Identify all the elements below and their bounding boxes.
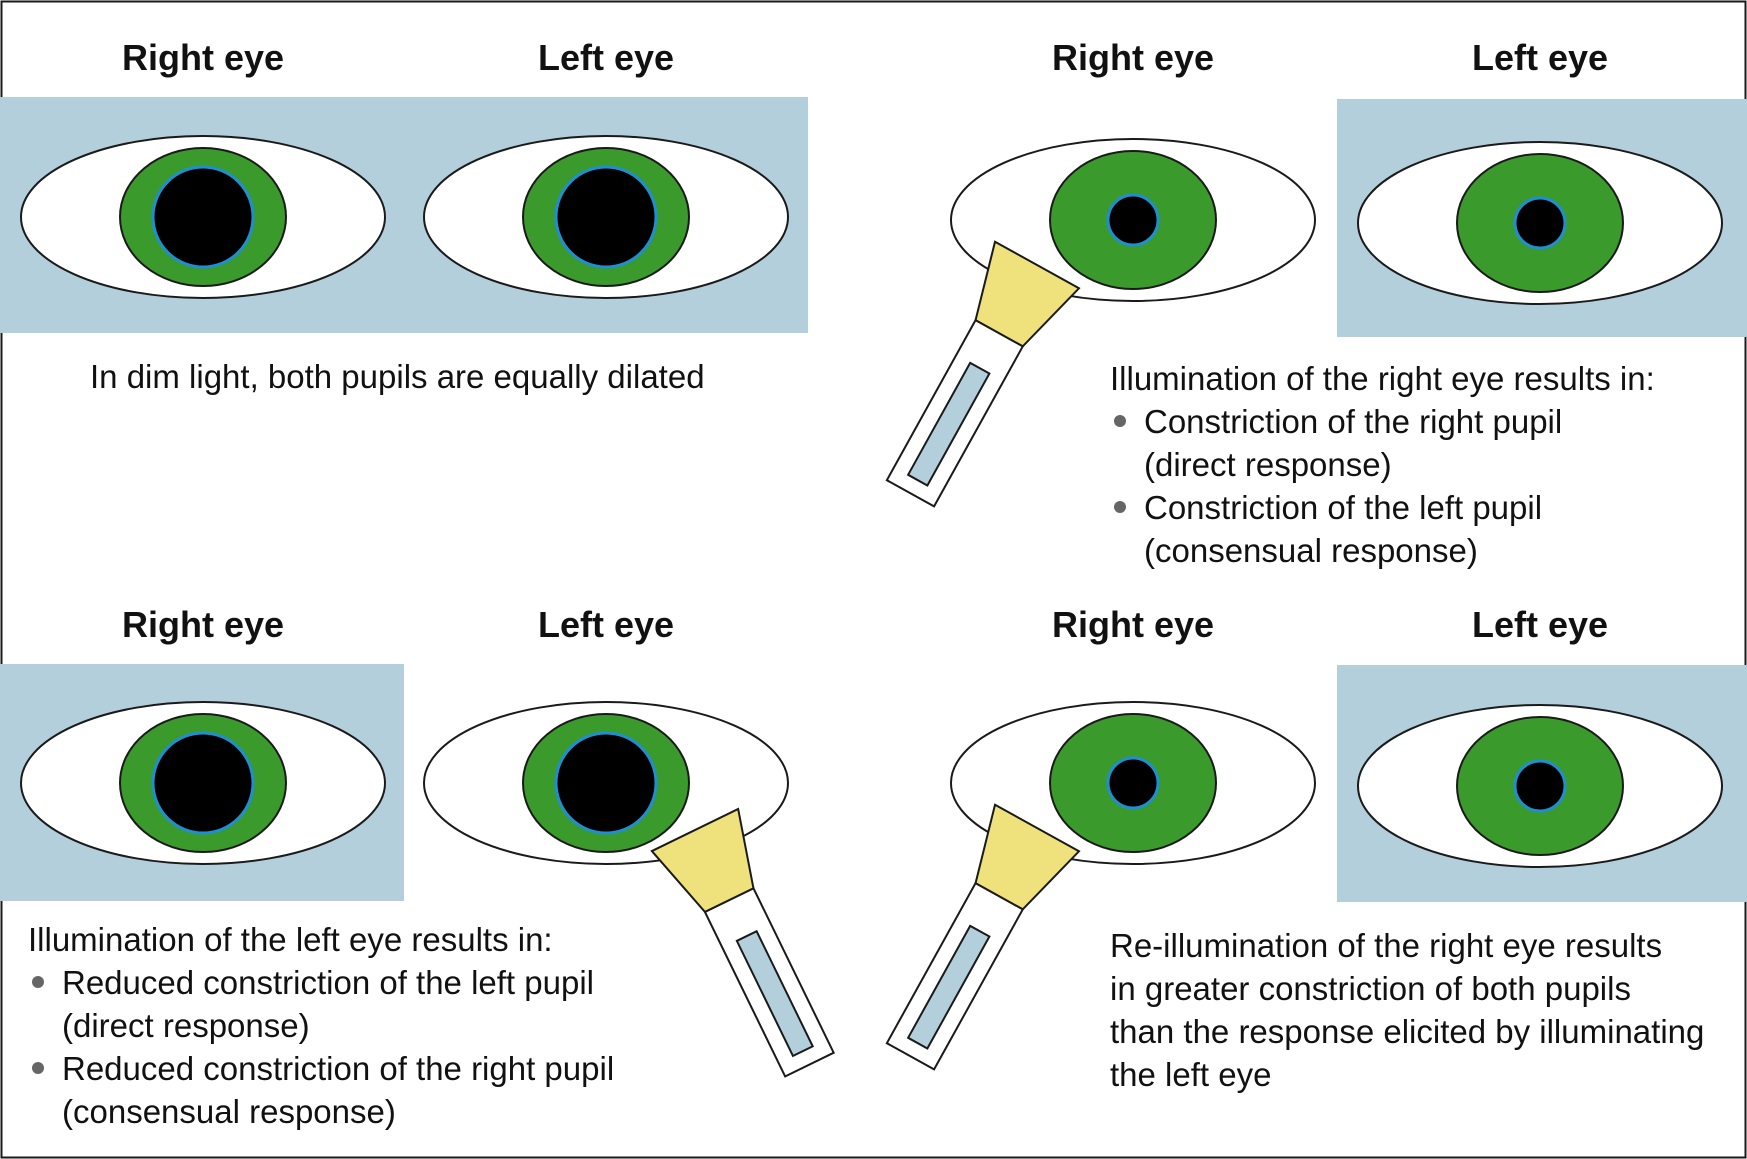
panel1-left-eye-label: Left eye <box>537 37 675 78</box>
panel4-left-eye-pupil <box>1513 759 1567 813</box>
panel4-right-eye-label: Right eye <box>1051 604 1215 645</box>
panel3-left-eye <box>423 701 789 865</box>
panel3-bullet-1: Reduced constriction of the left pupil (… <box>28 961 614 1047</box>
panel3-penlight-icon-head <box>650 807 755 914</box>
panel4-caption: Re-illumination of the right eye results… <box>1110 924 1704 1096</box>
panel2-caption: Illumination of the right eye results in… <box>1110 357 1655 572</box>
panel3-bullet-2-line2: (consensual response) <box>62 1093 396 1130</box>
panel3-right-eye-label: Right eye <box>121 604 285 645</box>
panel1-right-eye-pupil <box>151 165 255 269</box>
panel2-caption-intro: Illumination of the right eye results in… <box>1110 360 1655 397</box>
panel2-bullet-2: Constriction of the left pupil (consensu… <box>1110 486 1655 572</box>
panel1-caption-text: In dim light, both pupils are equally di… <box>90 358 705 395</box>
panel4-caption-line1: Re-illumination of the right eye results <box>1110 927 1663 964</box>
panel1-right-eye <box>20 135 386 299</box>
panel2-right-eye <box>950 138 1316 302</box>
torch-layer <box>650 240 1081 1078</box>
panel1-left-eye <box>423 135 789 299</box>
panel3-bullet-list: Reduced constriction of the left pupil (… <box>28 961 614 1133</box>
panel2-torch-offset <box>885 240 1081 508</box>
panel2-right-eye-label: Right eye <box>1051 37 1215 78</box>
panel3-right-eye <box>20 701 386 865</box>
panel3-right-eye-pupil <box>151 731 255 835</box>
panel4-penlight-icon-window <box>906 924 991 1050</box>
panel4-penlight-icon <box>885 803 1081 1071</box>
panel4-right-eye-pupil <box>1106 756 1160 810</box>
panel2-penlight-icon-window <box>906 361 991 487</box>
panel2-bullet-1-line1: Constriction of the right pupil <box>1144 403 1563 440</box>
panel4-caption-line2: in greater constriction of both pupils <box>1110 970 1631 1007</box>
panel2-left-eye-label: Left eye <box>1471 37 1609 78</box>
panel2-right-eye-pupil <box>1106 193 1160 247</box>
panel1-caption: In dim light, both pupils are equally di… <box>90 355 705 398</box>
panel3-penlight-icon <box>650 807 836 1078</box>
panel2-bullet-list: Constriction of the right pupil (direct … <box>1110 400 1655 572</box>
panel3-bullet-2-line1: Reduced constriction of the right pupil <box>62 1050 615 1087</box>
panel2-bullet-2-line2: (consensual response) <box>1144 532 1478 569</box>
panel2-left-eye <box>1357 141 1723 305</box>
panel1-right-eye-label: Right eye <box>121 37 285 78</box>
panel2-penlight-icon-head <box>974 240 1081 348</box>
panel2-penlight-icon <box>885 240 1081 508</box>
panel3-bullet-1-line2: (direct response) <box>62 1007 310 1044</box>
panel3-bullet-1-line1: Reduced constriction of the left pupil <box>62 964 594 1001</box>
panel4-torch-offset <box>885 803 1081 1071</box>
eyes-layer <box>20 135 1723 868</box>
panel2-left-eye-pupil <box>1513 196 1567 250</box>
panel2-bullet-1-line2: (direct response) <box>1144 446 1392 483</box>
panel1-left-eye-pupil <box>554 165 658 269</box>
panel4-caption-line4: the left eye <box>1110 1056 1272 1093</box>
panel3-caption-intro: Illumination of the left eye results in: <box>28 921 553 958</box>
panel3-left-eye-pupil <box>554 731 658 835</box>
panel2-bullet-2-line1: Constriction of the left pupil <box>1144 489 1543 526</box>
panel4-caption-line3: than the response elicited by illuminati… <box>1110 1013 1705 1050</box>
panel3-left-eye-label: Left eye <box>537 604 675 645</box>
panel3-caption: Illumination of the left eye results in:… <box>28 918 614 1133</box>
panel4-right-eye <box>950 701 1316 865</box>
panel3-penlight-icon-window <box>735 929 815 1058</box>
panel3-bullet-2: Reduced constriction of the right pupil … <box>28 1047 614 1133</box>
panel2-bullet-1: Constriction of the right pupil (direct … <box>1110 400 1655 486</box>
panel4-left-eye <box>1357 704 1723 868</box>
panel4-penlight-icon-head <box>974 803 1081 911</box>
panel4-left-eye-label: Left eye <box>1471 604 1609 645</box>
